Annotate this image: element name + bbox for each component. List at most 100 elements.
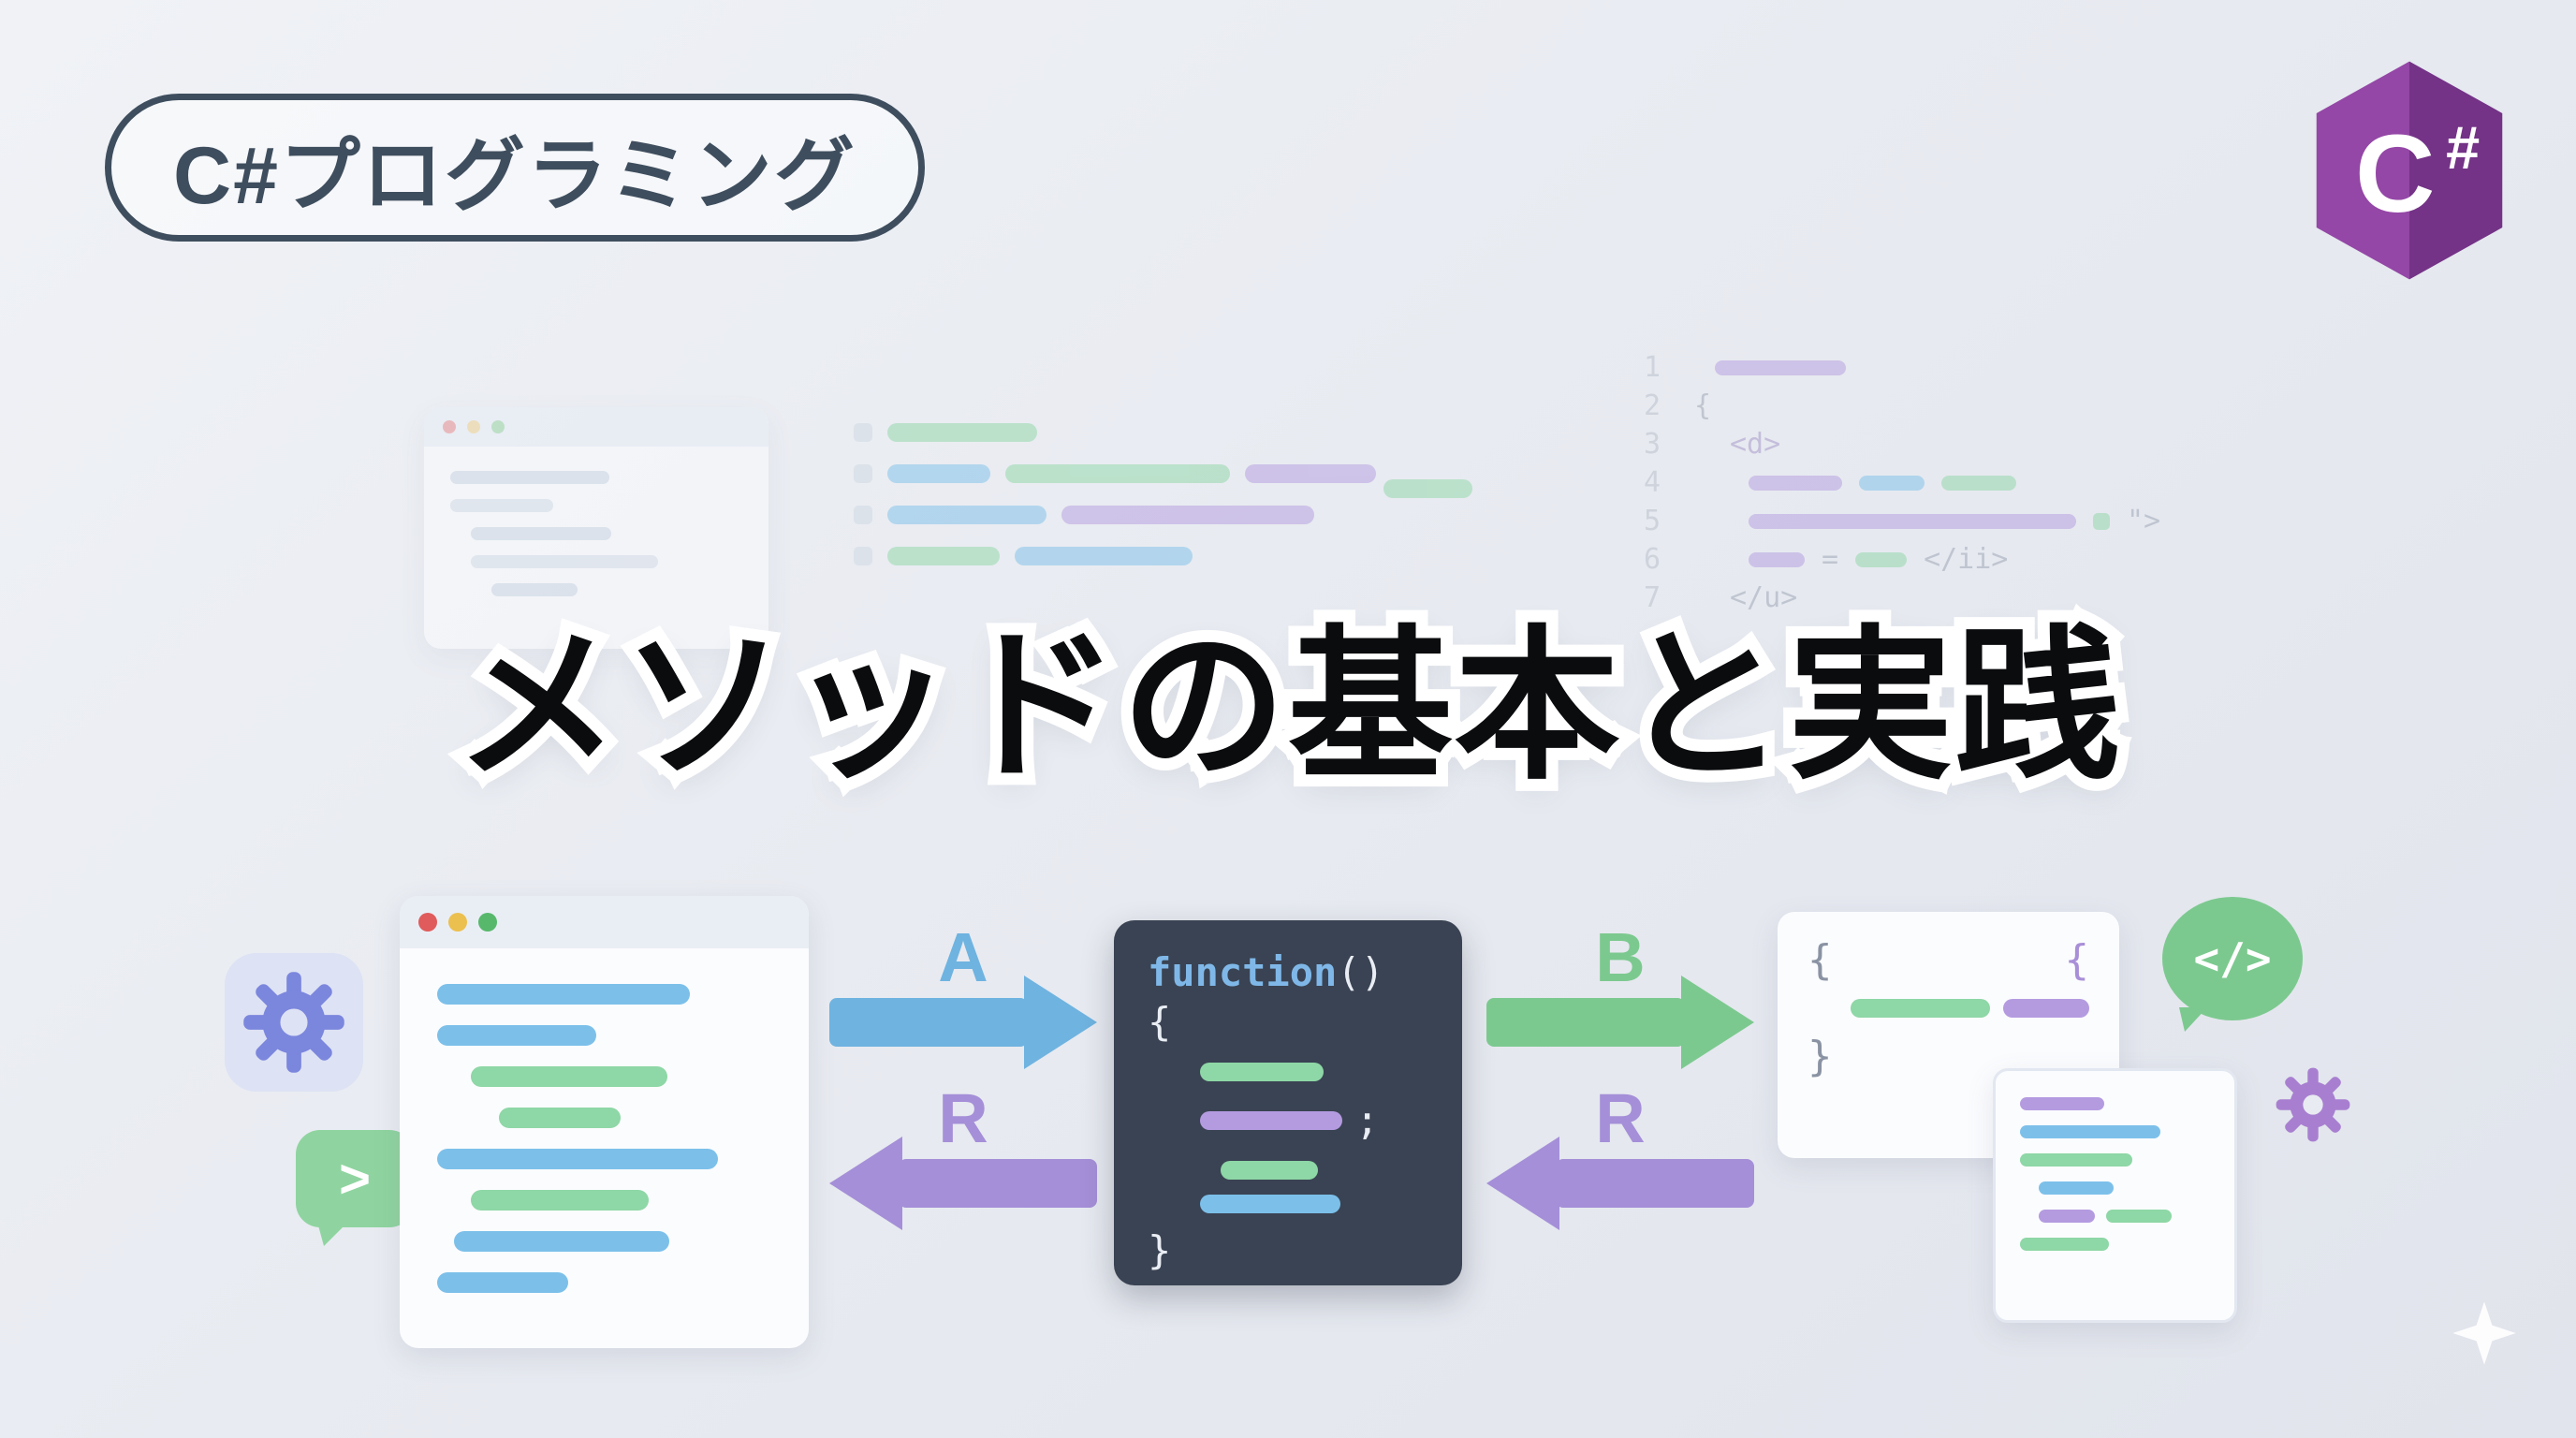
gear-small — [2275, 1066, 2351, 1143]
line-number: 6 — [1643, 543, 1661, 576]
line-number: 2 — [1643, 389, 1661, 422]
code-line-bar — [471, 1190, 649, 1211]
arrow-a-label: A — [938, 918, 988, 996]
call-arrow-b: B — [1486, 918, 1754, 1069]
code-row — [854, 423, 1376, 442]
line-number: 4 — [1643, 466, 1661, 499]
function-parens: () — [1337, 949, 1384, 995]
close-brace: } — [1808, 1033, 1833, 1080]
arrow-r-label: R — [938, 1079, 988, 1157]
code-line-bar — [491, 583, 578, 596]
code-line-bar — [1749, 551, 1805, 567]
arrow-head-icon — [829, 1137, 902, 1230]
code-line-bar — [437, 1272, 568, 1293]
code-row — [2039, 1210, 2210, 1223]
traffic-light-red-icon — [443, 420, 456, 433]
arrow-head-icon — [1681, 976, 1754, 1069]
code-row — [2020, 1153, 2210, 1167]
code-dot — [2093, 512, 2110, 530]
code-line-bar — [454, 1231, 669, 1252]
semicolon: ; — [1355, 1096, 1380, 1143]
gear-tile — [225, 953, 363, 1092]
prompt-bubble: > — [296, 1130, 414, 1246]
caller-code-window — [400, 896, 809, 1348]
faded-code-lines — [854, 423, 1376, 588]
bullet-square — [854, 547, 872, 565]
code-row — [1200, 1062, 1428, 1081]
traffic-light-yellow-icon — [467, 420, 480, 433]
code-row — [1851, 999, 2089, 1018]
code-line-bar — [1749, 475, 1842, 491]
code-line-bar — [471, 555, 658, 568]
mini-code-window — [1993, 1068, 2237, 1323]
csharp-logo: C # — [2301, 54, 2518, 286]
code-line-bar — [471, 1066, 667, 1087]
function-signature: function() — [1148, 948, 1428, 998]
open-brace: { — [1148, 998, 1172, 1045]
code-row — [2020, 1238, 2210, 1251]
code-line-bar — [1383, 479, 1472, 498]
code-line-bar — [1851, 999, 1991, 1018]
page-title: メソッドの基本と実践 — [0, 609, 2576, 806]
code-line-bar — [437, 1025, 596, 1046]
arrow-shaft — [899, 1159, 1097, 1208]
bullet-square — [854, 464, 872, 483]
arrow-shaft — [1486, 998, 1685, 1047]
code-line-bar — [1005, 464, 1230, 483]
traffic-light-green-icon — [478, 913, 497, 932]
line-number: 3 — [1643, 428, 1661, 461]
window-titlebar — [400, 896, 809, 948]
window-body — [424, 447, 768, 636]
code-line-bar — [1749, 513, 2076, 529]
code-line-bar — [1221, 1160, 1318, 1180]
code-row: ; — [1200, 1096, 1428, 1146]
code-line-bar — [471, 527, 611, 540]
code-line-bar — [887, 423, 1037, 442]
close-brace: } — [1148, 1226, 1172, 1273]
bullet-square — [854, 506, 872, 524]
arrow-shaft — [829, 998, 1028, 1047]
open-brace: { — [1808, 936, 1833, 984]
code-row — [2020, 1097, 2210, 1110]
code-token: </ii> — [1924, 543, 2009, 576]
code-line-bar — [2020, 1238, 2109, 1251]
code-token: = — [1822, 543, 1839, 576]
code-row — [2039, 1181, 2210, 1195]
code-line-bar — [1200, 1062, 1324, 1081]
code-line-bar — [1859, 475, 1925, 491]
code-row: 5 "> — [1629, 502, 2160, 540]
code-row: 6 = </ii> — [1629, 540, 2160, 579]
code-token: { — [1694, 389, 1712, 422]
code-line-bar — [499, 1108, 621, 1128]
traffic-light-red-icon — [418, 913, 437, 932]
traffic-light-green-icon — [491, 420, 505, 433]
open-brace-accent: { — [2064, 936, 2090, 984]
line-number: 1 — [1643, 351, 1661, 384]
svg-text:#: # — [2446, 113, 2480, 182]
code-line-bar — [2039, 1210, 2095, 1223]
gear-icon — [243, 972, 344, 1073]
code-line-bar — [1200, 1194, 1340, 1213]
call-arrow-a: A — [829, 918, 1097, 1069]
code-row — [854, 464, 1376, 483]
series-badge: C#プログラミング — [105, 94, 925, 242]
code-line-bar — [450, 471, 609, 484]
code-row: 4 — [1629, 463, 2160, 502]
code-line-bar — [1245, 464, 1376, 483]
code-line-bar — [1015, 547, 1193, 565]
keyword-function: function — [1148, 949, 1338, 995]
series-badge-label: C#プログラミング — [173, 130, 856, 221]
code-line-bar — [887, 547, 1000, 565]
code-line-bar — [1200, 1111, 1342, 1131]
arrow-head-icon — [1486, 1137, 1559, 1230]
function-code-block: function() { ; } — [1114, 920, 1462, 1285]
code-row: { { — [1808, 936, 2089, 984]
arrow-r-label: R — [1595, 1079, 1646, 1157]
chevron-right-icon: > — [339, 1148, 371, 1210]
code-line-bar — [1061, 506, 1314, 524]
code-row — [1221, 1160, 1428, 1180]
code-row: 3 <d> — [1629, 425, 2160, 463]
svg-text:C: C — [2355, 112, 2435, 236]
